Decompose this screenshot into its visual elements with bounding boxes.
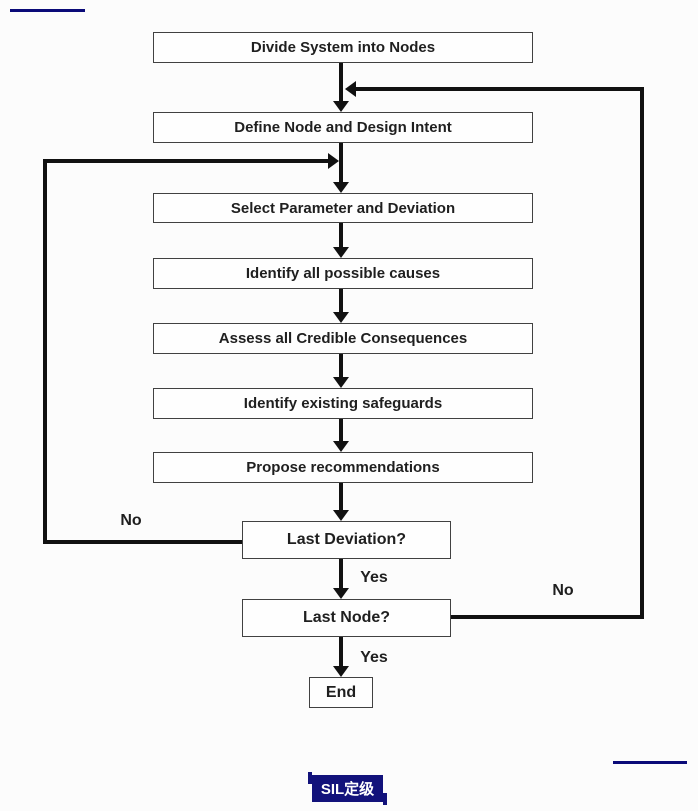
- flow-box-label: Identify all possible causes: [245, 265, 441, 282]
- flow-box-label: Identify existing safeguards: [243, 395, 443, 412]
- arrow-causes-to-consequences: [339, 289, 343, 313]
- loop-right-bottom-segment: [451, 615, 644, 619]
- arrowhead-down-icon: [333, 666, 349, 677]
- arrow-recommendations-to-lastdeviation: [339, 483, 343, 511]
- decision-last-deviation: Last Deviation?: [242, 521, 451, 559]
- arrow-select-to-causes: [339, 223, 343, 248]
- flow-box-label: Assess all Credible Consequences: [218, 330, 468, 347]
- footer-tag-notch-left: [308, 772, 312, 784]
- loop-left-vertical-segment: [43, 159, 47, 544]
- flow-box-select-parameter: Select Parameter and Deviation: [153, 193, 533, 223]
- arrowhead-down-icon: [333, 182, 349, 193]
- loop-right-top-segment: [356, 87, 644, 91]
- arrowhead-down-icon: [333, 441, 349, 452]
- footer-tag-notch-right: [383, 793, 387, 805]
- flow-box-label: End: [325, 683, 357, 701]
- edge-label-yes-2: Yes: [360, 649, 388, 666]
- flow-box-identify-safeguards: Identify existing safeguards: [153, 388, 533, 419]
- flow-box-label: Divide System into Nodes: [250, 39, 436, 56]
- decision-last-node: Last Node?: [242, 599, 451, 637]
- arrowhead-left-icon: [345, 81, 356, 97]
- flow-box-propose-recommendations: Propose recommendations: [153, 452, 533, 483]
- edge-label-no-right: No: [552, 582, 574, 599]
- arrow-consequences-to-safeguards: [339, 354, 343, 378]
- footer-tag-label: SIL定级: [320, 781, 375, 798]
- flow-box-divide-system: Divide System into Nodes: [153, 32, 533, 63]
- arrow-divide-to-define: [339, 63, 343, 102]
- flow-box-define-node: Define Node and Design Intent: [153, 112, 533, 143]
- top-left-rule: [10, 9, 85, 12]
- arrowhead-right-icon: [328, 153, 339, 169]
- loop-left-top-segment: [43, 159, 328, 163]
- arrow-safeguards-to-recommendations: [339, 419, 343, 442]
- flow-box-label: Select Parameter and Deviation: [230, 199, 456, 217]
- arrow-lastnode-to-end: [339, 637, 343, 667]
- arrow-define-to-select: [339, 143, 343, 183]
- flow-box-label: Propose recommendations: [246, 459, 440, 476]
- flow-box-label: Define Node and Design Intent: [234, 119, 452, 136]
- loop-right-vertical-segment: [640, 87, 644, 619]
- flow-box-label: Last Deviation?: [286, 531, 407, 548]
- arrowhead-down-icon: [333, 510, 349, 521]
- flow-box-end: End: [309, 677, 373, 708]
- footer-tag: SIL定级: [312, 775, 383, 802]
- bottom-right-rule: [613, 761, 687, 764]
- loop-left-bottom-segment: [43, 540, 242, 544]
- edge-label-no-left: No: [120, 512, 142, 529]
- arrowhead-down-icon: [333, 588, 349, 599]
- edge-label-yes-1: Yes: [360, 569, 388, 586]
- arrowhead-down-icon: [333, 377, 349, 388]
- arrowhead-down-icon: [333, 101, 349, 112]
- arrow-lastdeviation-to-lastnode: [339, 559, 343, 589]
- flow-box-label: Last Node?: [302, 609, 391, 626]
- arrowhead-down-icon: [333, 312, 349, 323]
- flow-box-identify-causes: Identify all possible causes: [153, 258, 533, 289]
- flow-box-assess-consequences: Assess all Credible Consequences: [153, 323, 533, 354]
- arrowhead-down-icon: [333, 247, 349, 258]
